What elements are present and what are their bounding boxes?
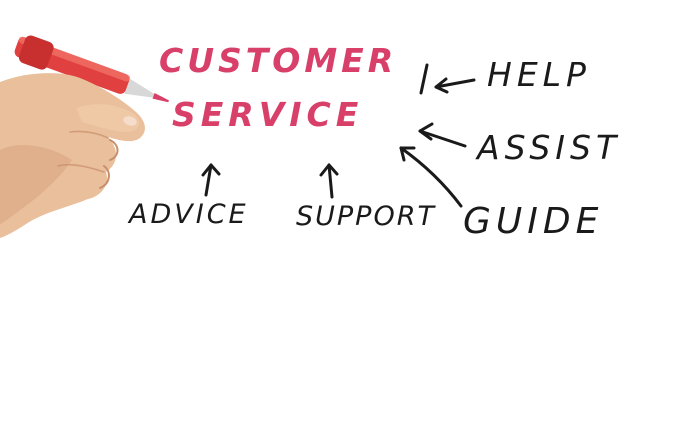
word-help: HELP bbox=[487, 55, 591, 94]
arrow-advice bbox=[204, 163, 213, 197]
word-guide: GUIDE bbox=[463, 201, 604, 242]
word-advice: ADVICE bbox=[129, 199, 249, 230]
red-marker bbox=[14, 35, 169, 103]
arrow-help bbox=[434, 78, 476, 89]
word-support: SUPPORT bbox=[296, 201, 436, 232]
arrow-assist bbox=[418, 129, 467, 148]
title-customer: CUSTOMER bbox=[159, 41, 398, 80]
title-service: SERVICE bbox=[172, 95, 364, 134]
arrow-guide bbox=[399, 146, 463, 208]
arrow-support bbox=[327, 163, 334, 199]
word-assist: ASSIST bbox=[477, 128, 622, 167]
